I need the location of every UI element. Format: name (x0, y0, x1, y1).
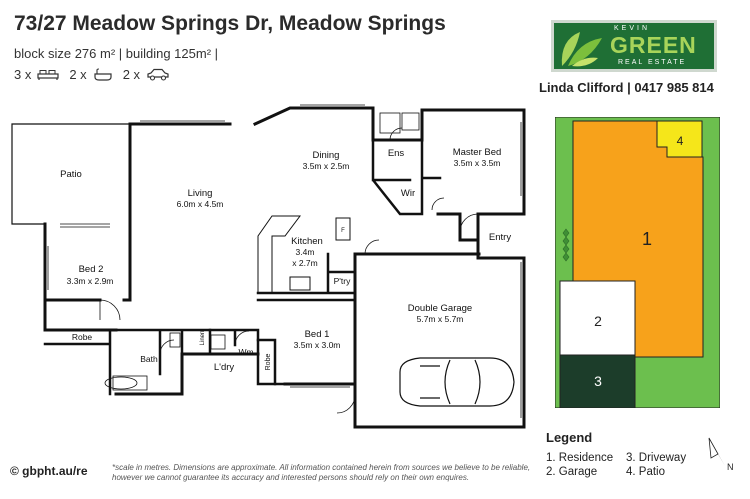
label-kitchen-size-1: 3.4m (296, 247, 315, 257)
fridge-space (335, 217, 351, 241)
site-garage (559, 280, 636, 356)
label-bed1-size: 3.5m x 3.0m (294, 340, 341, 350)
kitchen-bench (257, 215, 301, 293)
label-kitchen: Kitchen (291, 236, 323, 247)
basin-icon (401, 112, 420, 131)
label-patio: Patio (60, 169, 82, 180)
legend: Legend 1. Residence 3. Driveway 2. Garag… (546, 430, 696, 480)
property-features: 3 x 2 x 2 x (14, 67, 170, 82)
label-living-size: 6.0m x 4.5m (177, 199, 224, 209)
bed1-wall (256, 298, 357, 386)
label-wir: Wir (401, 188, 415, 199)
bathtub-icon (104, 376, 138, 390)
label-living: Living (188, 188, 213, 199)
site-shrubs (562, 228, 570, 262)
label-laundry: L'dry (214, 362, 235, 373)
shower-icon (379, 112, 401, 134)
robe1-wall (43, 328, 112, 396)
baths-count: 2 x (69, 67, 87, 82)
disclaimer: *scale in metres. Dimensions are approxi… (112, 463, 531, 482)
svg-text:N: N (727, 462, 734, 472)
bath-icon (94, 67, 112, 81)
agency-logo: KEVIN GREEN REAL ESTATE (551, 20, 717, 72)
label-entry: Entry (489, 232, 511, 243)
laundry-tub-icon (210, 334, 226, 350)
property-sizes: block size 276 m² | building 125m² | (14, 46, 219, 61)
label-bed2: Bed 2 (79, 264, 104, 275)
leaf-logo-icon (561, 32, 602, 67)
logo-green: GREEN (610, 32, 697, 58)
north-arrow-icon: N (708, 437, 734, 472)
label-fridge: F (341, 228, 345, 234)
patio-outline (11, 123, 131, 225)
site-plan: 1 2 3 4 (555, 117, 720, 408)
legend-item-patio: 4. Patio (626, 466, 665, 478)
cars-count: 2 x (122, 67, 141, 82)
legend-title: Legend (546, 430, 593, 445)
agent-contact: Linda Clifford | 0417 985 814 (539, 80, 714, 95)
label-dining-size: 3.5m x 2.5m (303, 161, 350, 171)
label-robe-1: Robe (72, 332, 93, 342)
legend-item-residence: 1. Residence (546, 452, 614, 464)
label-bath: Bath (140, 354, 158, 364)
label-robe-2: Robe (265, 354, 272, 371)
label-bed2-size: 3.3m x 2.9m (67, 276, 114, 286)
label-bed1: Bed 1 (305, 329, 330, 340)
logo-kevin: KEVIN (614, 25, 651, 32)
site-driveway (559, 354, 636, 408)
property-address: 73/27 Meadow Springs Dr, Meadow Springs (14, 12, 446, 35)
label-pantry: P'try (334, 276, 351, 286)
bed-icon (37, 69, 59, 80)
label-master-size: 3.5m x 3.5m (454, 158, 501, 168)
site-label-2: 2 (594, 313, 602, 329)
site-label-3: 3 (594, 373, 602, 389)
site-label-4: 4 (677, 134, 684, 148)
label-garage-size: 5.7m x 5.7m (417, 314, 464, 324)
label-washing-machine: Wm (238, 347, 253, 357)
ensuite-wall (371, 138, 442, 216)
kitchen-wall (256, 252, 357, 295)
basin-bath-icon (169, 332, 181, 348)
logo-real-estate: REAL ESTATE (618, 59, 687, 66)
legend-item-driveway: 3. Driveway (626, 452, 687, 464)
label-dining: Dining (313, 150, 340, 161)
label-master-bed: Master Bed (453, 147, 502, 158)
car-icon (147, 68, 169, 81)
beds-count: 3 x (14, 67, 32, 82)
label-linen: Linen (200, 331, 206, 346)
copyright: © gbpht.au/re (10, 464, 88, 478)
label-garage: Double Garage (408, 303, 472, 314)
vehicle-icon (399, 357, 515, 407)
legend-item-garage: 2. Garage (546, 466, 598, 478)
site-patio (656, 120, 703, 158)
label-ensuite: Ens (388, 148, 405, 159)
label-kitchen-size-2: x 2.7m (292, 258, 318, 268)
site-label-1: 1 (642, 229, 652, 249)
cooktop-icon (289, 276, 311, 291)
